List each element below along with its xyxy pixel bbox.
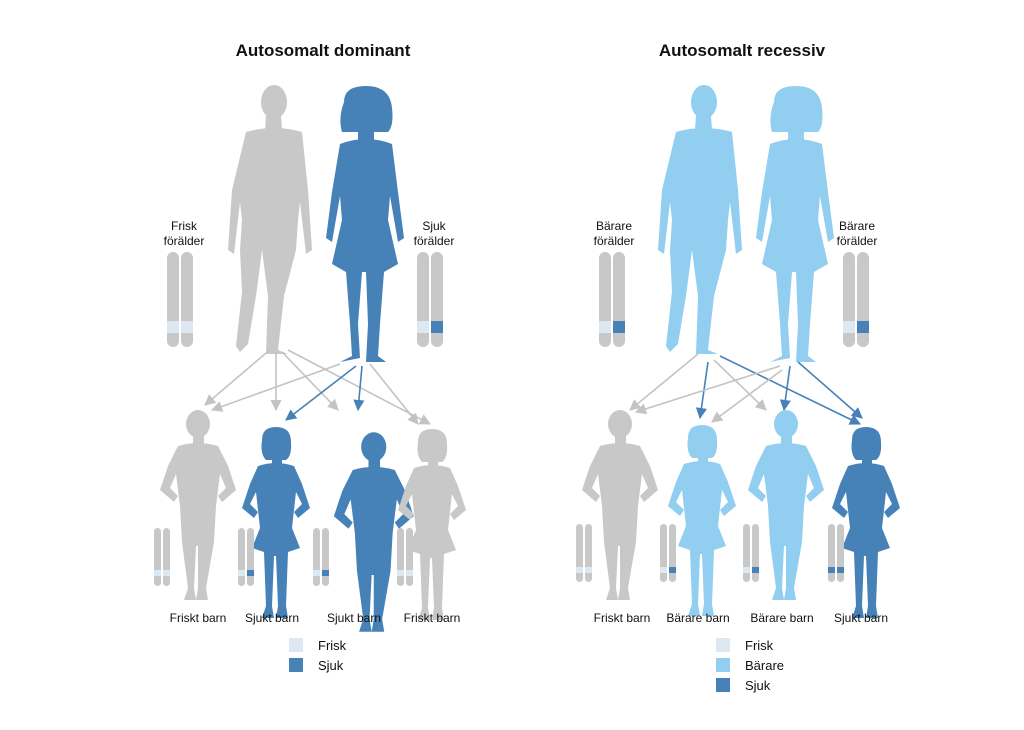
dominant-mother-figure: [326, 86, 404, 362]
recessive-left-parent-chromosomes: [599, 252, 625, 347]
dominant-child-1-chromosomes: [154, 528, 170, 586]
recessive-title: Autosomalt recessiv: [659, 41, 826, 60]
recessive-child-3-figure: [748, 410, 824, 600]
legend-swatch-sjuk: [289, 658, 303, 672]
dominant-legend: Frisk Sjuk: [289, 638, 347, 673]
recessive-child-3-chromosomes: [743, 524, 759, 582]
recessive-arrow-mother-3: [779, 365, 791, 412]
recessive-child-4-chromosomes: [828, 524, 844, 582]
legend-swatch-frisk: [289, 638, 303, 652]
recessive-father-figure: [658, 85, 742, 354]
dominant-child-4-figure: [398, 429, 466, 620]
dominant-arrows: [204, 347, 431, 425]
recessive-child-2-chromosomes: [660, 524, 676, 582]
dominant-right-parent-label-2: förälder: [414, 234, 455, 248]
dominant-right-parent-label-1: Sjuk: [422, 219, 446, 233]
dominant-arrow-mother-2: [285, 365, 357, 421]
dominant-child-3-label: Sjukt barn: [327, 611, 381, 625]
dominant-right-parent-chromosomes: [417, 252, 443, 347]
dominant-left-parent-chromosomes: [167, 252, 193, 347]
legend-swatch-frisk: [716, 638, 730, 652]
recessive-arrows: [629, 353, 863, 425]
legend-swatch-barare: [716, 658, 730, 672]
recessive-right-parent-chromosomes: [843, 252, 869, 347]
dominant-child-4-chromosomes: [397, 528, 413, 586]
dominant-legend-frisk: Frisk: [318, 638, 347, 653]
dominant-arrow-mother-4: [369, 363, 419, 425]
legend-swatch-sjuk: [716, 678, 730, 692]
recessive-left-parent-label-1: Bärare: [596, 219, 632, 233]
dominant-arrow-mother-1: [210, 363, 341, 412]
recessive-arrow-father-1: [629, 353, 699, 411]
recessive-arrow-father-3: [713, 359, 767, 411]
dominant-child-1-figure: [160, 410, 236, 600]
dominant-arrow-mother-3: [353, 365, 365, 412]
recessive-child-4-figure: [832, 427, 900, 618]
dominant-child-1-label: Friskt barn: [170, 611, 227, 625]
dominant-legend-sjuk: Sjuk: [318, 658, 344, 673]
recessive-child-2-figure: [668, 425, 736, 616]
recessive-child-4-label: Sjukt barn: [834, 611, 888, 625]
recessive-child-3-label: Bärare barn: [750, 611, 813, 625]
dominant-left-parent-label-2: förälder: [164, 234, 205, 248]
dominant-arrow-father-4: [287, 349, 431, 425]
recessive-child-1-chromosomes: [576, 524, 592, 582]
recessive-child-1-figure: [582, 410, 658, 600]
dominant-left-parent-label-1: Frisk: [171, 219, 198, 233]
dominant-arrow-father-3: [281, 351, 339, 411]
recessive-right-parent-label-1: Bärare: [839, 219, 875, 233]
dominant-title: Autosomalt dominant: [236, 41, 411, 60]
recessive-arrow-father-4: [719, 355, 862, 425]
dominant-child-3-chromosomes: [313, 528, 329, 586]
recessive-legend: Frisk Bärare Sjuk: [716, 638, 784, 693]
recessive-arrow-mother-4: [797, 361, 863, 419]
dominant-child-4-label: Friskt barn: [404, 611, 461, 625]
recessive-right-parent-label-2: förälder: [837, 234, 878, 248]
dominant-father-figure: [228, 85, 312, 354]
recessive-legend-barare: Bärare: [745, 658, 784, 673]
dominant-child-2-chromosomes: [238, 528, 254, 586]
recessive-legend-frisk: Frisk: [745, 638, 774, 653]
dominant-child-2-figure: [242, 427, 310, 618]
recessive-legend-sjuk: Sjuk: [745, 678, 771, 693]
recessive-left-parent-label-2: förälder: [594, 234, 635, 248]
recessive-arrow-mother-2: [711, 369, 783, 423]
dominant-child-2-label: Sjukt barn: [245, 611, 299, 625]
recessive-arrow-mother-1: [634, 365, 781, 415]
recessive-child-1-label: Friskt barn: [594, 611, 651, 625]
dominant-arrow-father-1: [204, 347, 273, 406]
recessive-child-2-label: Bärare barn: [666, 611, 729, 625]
recessive-mother-figure: [756, 86, 834, 362]
